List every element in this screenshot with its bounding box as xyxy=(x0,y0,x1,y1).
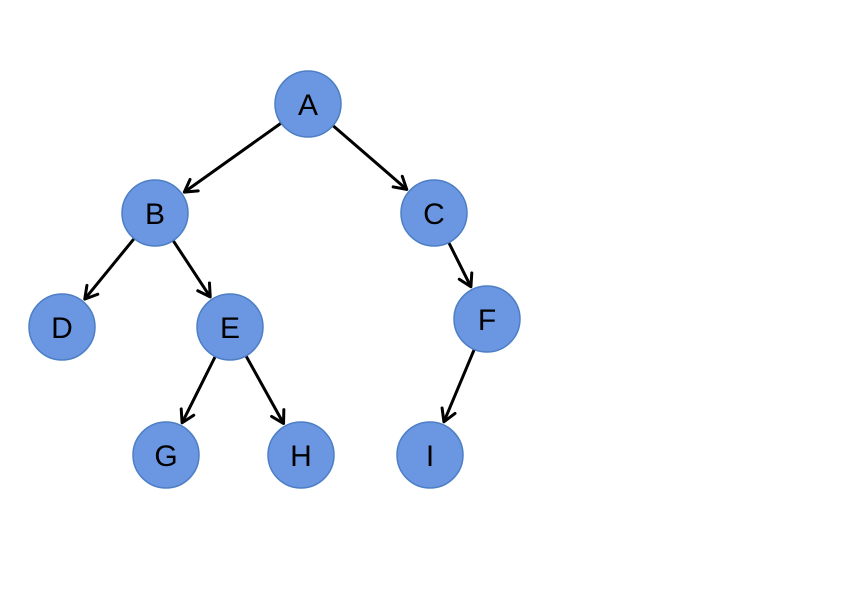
node-B: B xyxy=(121,179,189,247)
node-H: H xyxy=(267,421,335,489)
node-E: E xyxy=(196,293,264,361)
node-label-B: B xyxy=(145,198,165,231)
edge-E-G xyxy=(179,355,217,425)
node-circle-F xyxy=(453,285,521,353)
edge-B-D xyxy=(83,237,136,301)
node-I: I xyxy=(396,421,464,489)
edge-F-I xyxy=(440,348,476,424)
node-circle-H xyxy=(267,421,335,489)
node-label-E: E xyxy=(220,312,240,345)
node-label-D: D xyxy=(51,312,73,345)
node-label-H: H xyxy=(290,440,312,473)
edge-A-C xyxy=(331,124,409,191)
node-label-F: F xyxy=(478,304,496,337)
edge-B-E xyxy=(171,239,212,299)
node-label-C: C xyxy=(423,198,445,231)
node-circle-I xyxy=(396,421,464,489)
node-C: C xyxy=(400,179,468,247)
edge-C-F xyxy=(447,241,474,289)
node-label-I: I xyxy=(426,440,434,473)
nodes-layer: A B C D E F G H I xyxy=(28,70,521,489)
edge-A-B xyxy=(182,121,282,194)
edge-E-H xyxy=(244,355,286,426)
node-circle-C xyxy=(400,179,468,247)
node-label-A: A xyxy=(298,89,318,122)
node-G: G xyxy=(132,421,200,489)
node-label-G: G xyxy=(154,440,177,473)
node-F: F xyxy=(453,285,521,353)
node-circle-B xyxy=(121,179,189,247)
node-circle-A xyxy=(274,70,342,138)
edges-layer xyxy=(83,121,476,426)
node-circle-G xyxy=(132,421,200,489)
node-circle-E xyxy=(196,293,264,361)
node-circle-D xyxy=(28,293,96,361)
node-A: A xyxy=(274,70,342,138)
node-D: D xyxy=(28,293,96,361)
